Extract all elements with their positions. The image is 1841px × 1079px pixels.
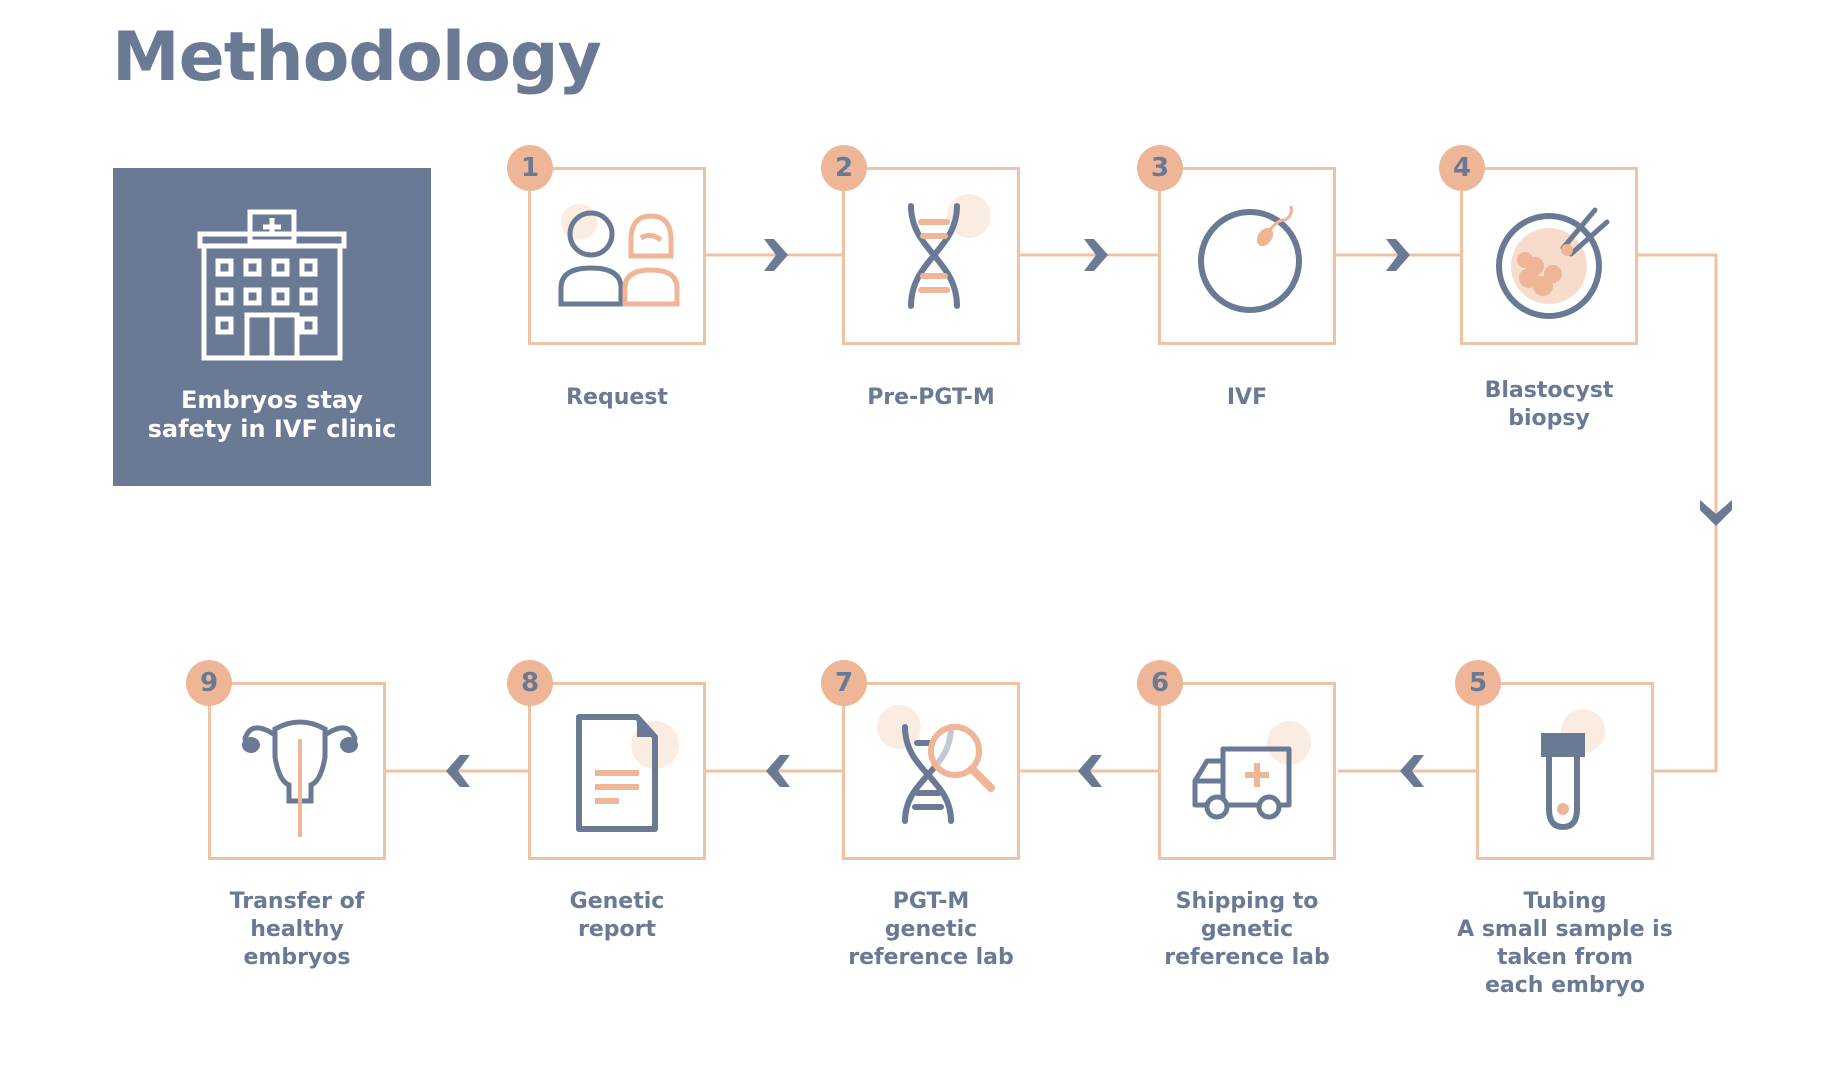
step-1-badge: 1	[507, 145, 553, 191]
test-tube-icon	[1541, 709, 1605, 831]
step-5-box	[1476, 682, 1654, 860]
step-8-badge: 8	[507, 660, 553, 706]
step-8-label: Genetic report	[569, 889, 665, 942]
step-6-box	[1158, 682, 1336, 860]
step-9-box	[208, 682, 386, 860]
chevron-left-icon	[1078, 755, 1102, 787]
page-title: Methodology	[112, 18, 602, 97]
step-5-badge: 5	[1455, 660, 1501, 706]
dna-icon	[908, 194, 991, 309]
clinic-label: Embryos stay safety in IVF clinic	[147, 386, 397, 443]
step-2-label: Pre-PGT-M	[867, 385, 995, 410]
step-6-badge: 6	[1137, 660, 1183, 706]
chevron-left-icon	[1400, 755, 1424, 787]
hospital-icon	[197, 209, 347, 361]
step-9-label: Transfer of healthy embryos	[229, 889, 365, 970]
step-4-label: Blastocyst biopsy	[1484, 378, 1614, 431]
step-3-box	[1158, 167, 1336, 345]
chevron-down-icon	[1700, 500, 1732, 526]
chevron-right-icon	[1084, 239, 1108, 271]
biopsy-icon	[1496, 207, 1610, 319]
people-icon	[558, 204, 680, 307]
dna-magnifier-icon	[877, 705, 995, 824]
chevron-right-icon	[1386, 239, 1410, 271]
step-7-badge: 7	[821, 660, 867, 706]
step-8-box	[528, 682, 706, 860]
step-5-label: Tubing A small sample is taken from each…	[1457, 889, 1673, 998]
chevron-left-icon	[446, 755, 470, 787]
ambulance-icon	[1192, 721, 1311, 820]
step-4-badge: 4	[1439, 145, 1485, 191]
step-1-label: Request	[566, 385, 668, 410]
step-3-badge: 3	[1137, 145, 1183, 191]
step-7-label: PGT-M genetic reference lab	[848, 889, 1014, 970]
chevron-left-icon	[766, 755, 790, 787]
step-3-label: IVF	[1226, 385, 1268, 410]
step-2-badge: 2	[821, 145, 867, 191]
step-7-box	[842, 682, 1020, 860]
step-2-box	[842, 167, 1020, 345]
document-icon	[576, 714, 679, 832]
clinic-panel: Embryos stay safety in IVF clinic	[113, 168, 431, 486]
chevron-right-icon	[764, 239, 788, 271]
step-4-box	[1460, 167, 1638, 345]
step-6-label: Shipping to genetic reference lab	[1164, 889, 1330, 970]
step-9-badge: 9	[186, 660, 232, 706]
egg-sperm-icon	[1198, 205, 1302, 313]
step-1-box	[528, 167, 706, 345]
uterus-icon	[242, 719, 358, 837]
